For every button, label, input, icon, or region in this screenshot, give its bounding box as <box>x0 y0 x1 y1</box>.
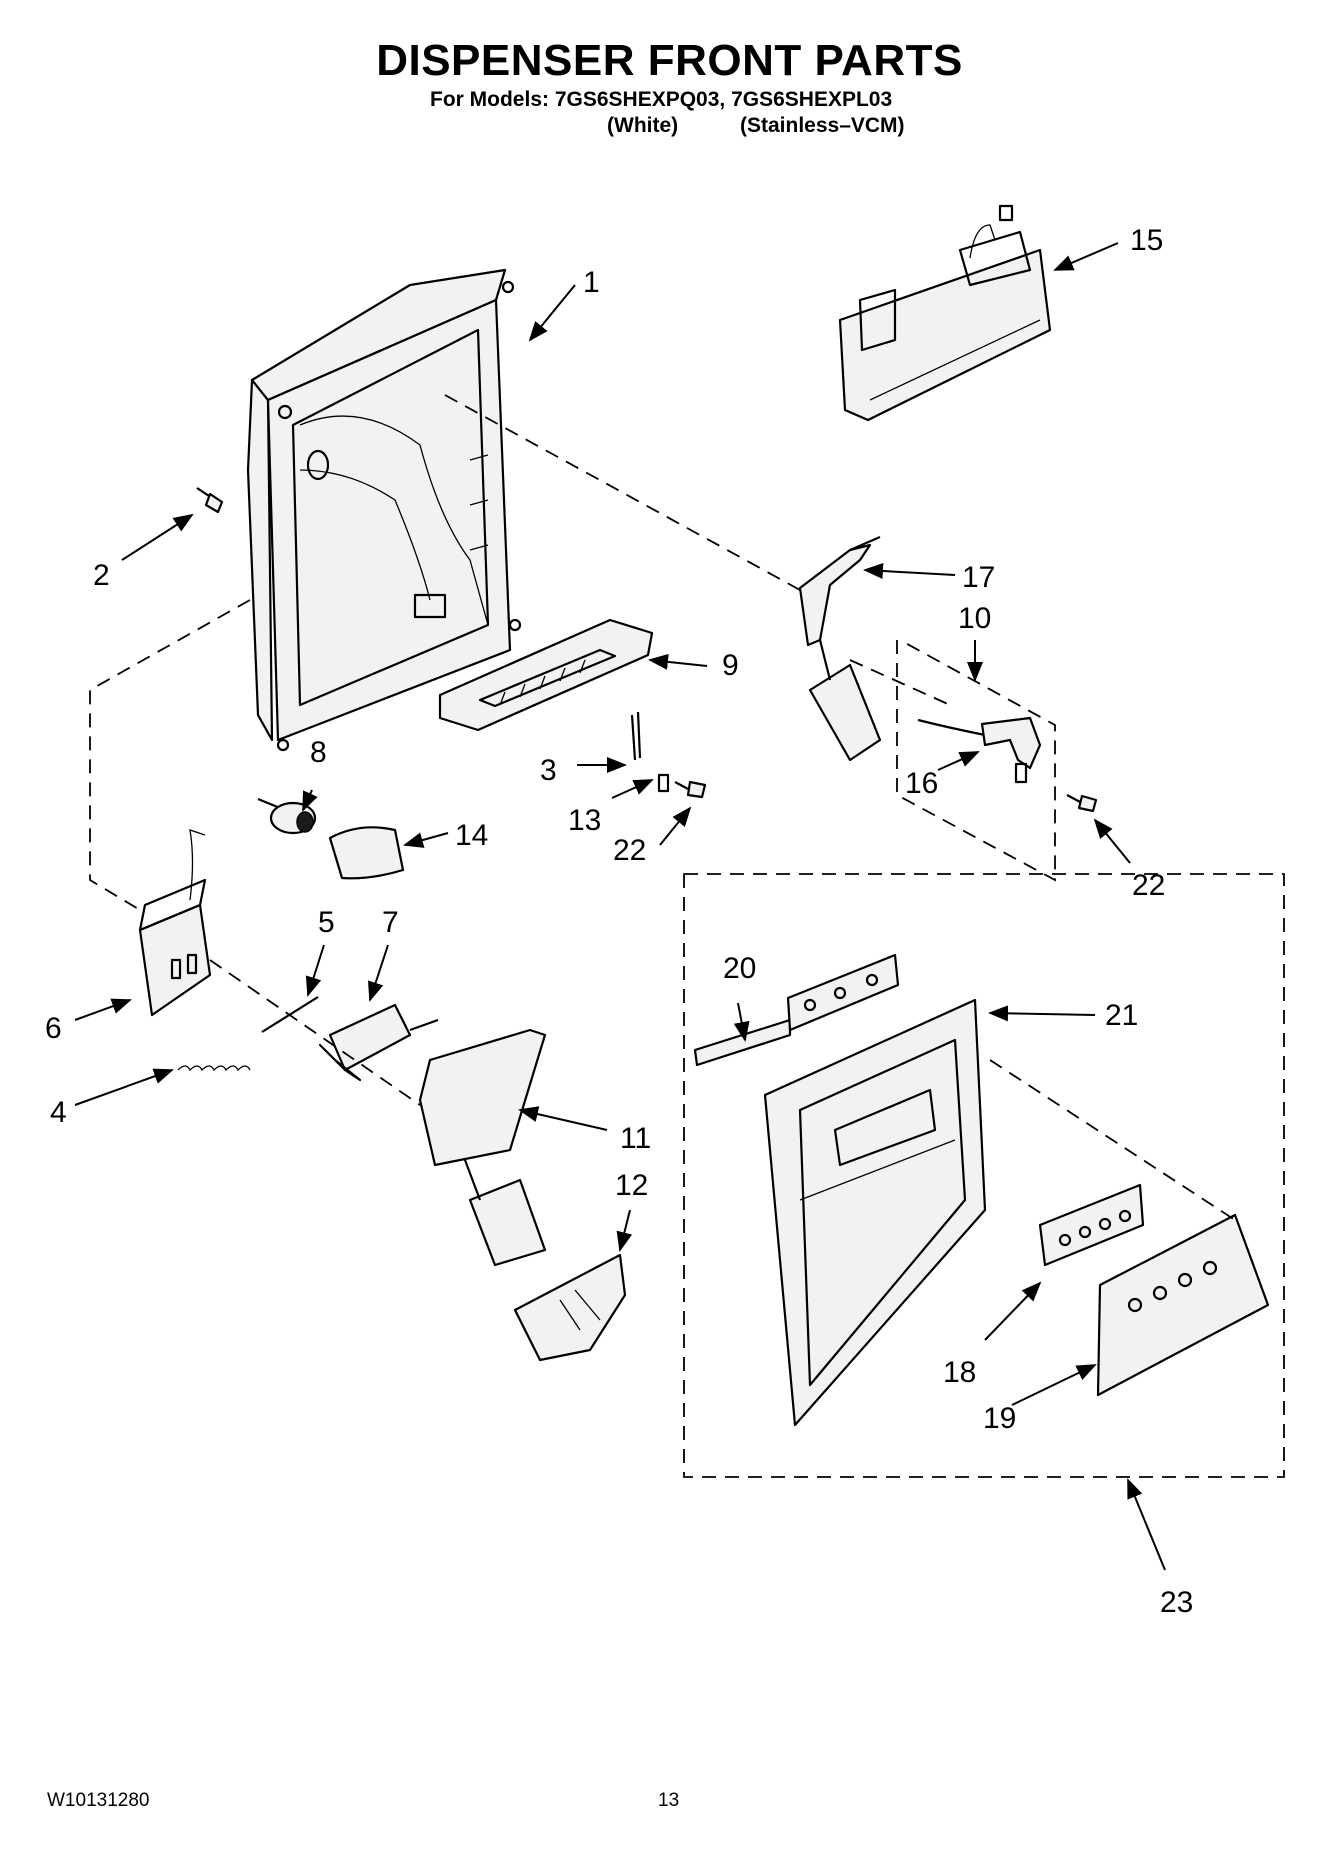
part-22-screw-a <box>674 780 707 799</box>
part-7-switch <box>318 1003 439 1082</box>
callout-17: 17 <box>962 561 995 594</box>
callout-2: 2 <box>93 559 110 592</box>
part-21-front-panel <box>763 998 987 1427</box>
part-22-screw-b <box>1066 794 1098 813</box>
part-23-group-outline <box>683 873 1285 1478</box>
part-19-overlay <box>1096 1213 1270 1397</box>
callout-23: 23 <box>1160 1586 1193 1619</box>
part-13-clip <box>657 773 670 793</box>
callout-6: 6 <box>45 1012 62 1045</box>
callout-3: 3 <box>540 754 557 787</box>
callout-14: 14 <box>455 819 488 852</box>
callout-21: 21 <box>1105 999 1138 1032</box>
part-12-ice-cup <box>513 1253 627 1362</box>
callout-7: 7 <box>382 906 399 939</box>
part-20-cable <box>693 953 900 1067</box>
part-16-actuator <box>917 716 1042 784</box>
part-14-cover <box>328 826 405 880</box>
callout-10: 10 <box>958 602 991 635</box>
part-18-control-board <box>1038 1183 1145 1267</box>
callouts: 1 2 3 4 5 6 7 8 9 10 11 12 13 14 15 16 1… <box>45 224 1193 1619</box>
part-4-spring <box>177 1065 251 1072</box>
part-3-spring <box>630 711 642 761</box>
part-11-water-paddle <box>418 1028 547 1267</box>
callout-22a: 22 <box>613 834 646 867</box>
models-line: For Models: 7GS6SHEXPQ03, 7GS6SHEXPL03 <box>430 88 893 111</box>
callout-1: 1 <box>583 266 600 299</box>
relationship-lines <box>89 394 1236 1221</box>
part-17-ice-lever <box>798 535 882 762</box>
callout-20: 20 <box>723 952 756 985</box>
callout-4: 4 <box>50 1096 67 1129</box>
callout-8: 8 <box>310 736 327 769</box>
callout-12: 12 <box>615 1169 648 1202</box>
page-number: 13 <box>658 1790 680 1811</box>
part-15-control-housing <box>838 204 1052 422</box>
part-10-group-outline <box>896 639 1056 882</box>
variant-white: (White) <box>607 114 679 137</box>
part-9-drip-tray <box>438 618 654 732</box>
callout-9: 9 <box>722 649 739 682</box>
callout-11: 11 <box>620 1122 651 1155</box>
callout-13: 13 <box>568 804 601 837</box>
part-6-module <box>138 829 212 1017</box>
callout-16: 16 <box>905 767 938 800</box>
callout-22b: 22 <box>1132 869 1165 902</box>
part-2-screw <box>196 487 224 514</box>
page-title: DISPENSER FRONT PARTS <box>376 36 963 85</box>
leader-lines <box>74 242 1166 1571</box>
variant-stainless: (Stainless–VCM) <box>740 114 905 137</box>
document-number: W10131280 <box>47 1790 150 1811</box>
callout-18: 18 <box>943 1356 976 1389</box>
part-1-dispenser-housing <box>246 268 522 752</box>
callout-5: 5 <box>318 906 335 939</box>
callout-15: 15 <box>1130 224 1163 257</box>
callout-19: 19 <box>983 1402 1016 1435</box>
